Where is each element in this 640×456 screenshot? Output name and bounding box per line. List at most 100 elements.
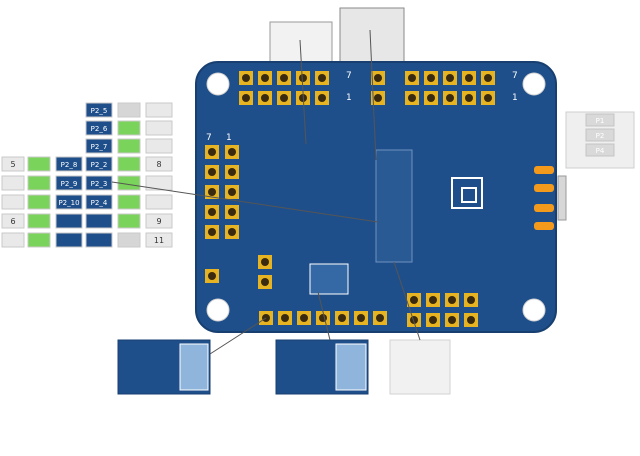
callout-num-cell-right (145, 194, 173, 210)
header-top-mid (371, 71, 385, 105)
callout-num-cell (145, 138, 173, 154)
callout-pad-cell-right (85, 232, 113, 248)
callout-pad-cell-left (55, 156, 83, 172)
header-side-left-label-7: 7 (206, 133, 212, 143)
right-table-label: P1 (596, 117, 605, 125)
header-pad-hole (410, 316, 418, 324)
callout-pad-cell (85, 138, 113, 154)
header-pad-hole (228, 228, 236, 236)
callout-pad-cell-left (55, 213, 83, 229)
header-pad-hole (467, 296, 475, 304)
callout-num-cell-left (1, 156, 25, 172)
header-small-left (205, 269, 219, 283)
header-bottom-right (407, 293, 478, 327)
leader-line-6 (393, 261, 421, 341)
callout-color-cell-right (117, 213, 141, 229)
callout-pad-cell (85, 102, 113, 118)
callout-pad-label-right: P2_4 (91, 199, 108, 207)
header-pad-hole (319, 314, 327, 322)
header-pad-hole (242, 74, 250, 82)
header-pad-hole (318, 94, 326, 102)
callout-num-cell-right (145, 156, 173, 172)
callout-color-cell-right (117, 156, 141, 172)
header-pad-hole (208, 272, 216, 280)
mount-hole-tr (522, 72, 546, 96)
mount-hole-bl (206, 298, 230, 322)
leader-line-4 (209, 317, 267, 355)
header-pad-hole (242, 94, 250, 102)
callout-pad-cell-right (85, 213, 113, 229)
callout-color-cell-left (27, 156, 51, 172)
right-table-cell (585, 113, 615, 127)
mount-hole-br (522, 298, 546, 322)
callout-num-right: 8 (156, 160, 161, 169)
callout-num-cell-right (145, 232, 173, 248)
callout-pad-label-left: P2_8 (61, 161, 78, 169)
header-pad-hole (261, 94, 269, 102)
header-pad-hole (448, 316, 456, 324)
callout-pad-cell-left (55, 232, 83, 248)
orange-pad-2 (534, 184, 554, 192)
header-top-right-label-7: 7 (512, 71, 518, 81)
header-pad-hole (228, 168, 236, 176)
callout-color-cell-left (27, 175, 51, 191)
callout-num-left: 6 (10, 217, 15, 226)
header-pad-hole (374, 94, 382, 102)
callout-num-cell-right (145, 213, 173, 229)
callout-pad-cell (85, 120, 113, 136)
side-connector (557, 175, 567, 221)
callout-num-cell (145, 102, 173, 118)
callout-pad-cell-right (85, 156, 113, 172)
header-pad-hole (357, 314, 365, 322)
callout-num-cell-right (145, 175, 173, 191)
callout-color-cell-left (27, 194, 51, 210)
header-pad-hole (467, 316, 475, 324)
header-pad-hole (208, 208, 216, 216)
callout-num-right: 11 (154, 236, 164, 245)
header-pad-hole (484, 74, 492, 82)
zoom-inset-right-blue-part (335, 343, 367, 391)
header-pad-hole (261, 74, 269, 82)
header-bottom-row (259, 311, 387, 325)
header-pad-hole (427, 74, 435, 82)
header-pad-hole (208, 188, 216, 196)
header-pad-hole (374, 74, 382, 82)
header-pad-hole (228, 148, 236, 156)
callout-pad-cell-left (55, 175, 83, 191)
leader-line-5 (317, 291, 331, 341)
header-top-right (405, 71, 495, 105)
usb-connector-top-right (339, 7, 405, 67)
header-pad-hole (280, 74, 288, 82)
callout-pad-cell-right (85, 175, 113, 191)
callout-pad-label-left: P2_9 (61, 180, 78, 188)
callout-color-cell-right (117, 194, 141, 210)
header-pad-hole (376, 314, 384, 322)
header-pad-hole (208, 168, 216, 176)
callout-color-cell (117, 138, 141, 154)
callout-num-cell-left (1, 232, 25, 248)
callout-pad-label: P2_6 (91, 125, 108, 133)
header-pad-hole (465, 74, 473, 82)
header-pad-hole (281, 314, 289, 322)
header-pad-hole (318, 74, 326, 82)
pin-headers (205, 71, 495, 327)
header-pad-hole (408, 94, 416, 102)
leader-line-3 (369, 29, 377, 161)
callout-num-left: 5 (10, 160, 15, 169)
header-top-left (239, 71, 329, 105)
header-pad-hole (208, 228, 216, 236)
callout-num-cell-left (1, 175, 25, 191)
callout-pad-cell-left (55, 194, 83, 210)
callout-pad-label-right: P2_2 (91, 161, 108, 169)
chip-logo (451, 177, 483, 209)
orange-pad-3 (534, 204, 554, 212)
callout-num-cell-left (1, 194, 25, 210)
header-pad-hole (446, 74, 454, 82)
header-pad-hole (208, 148, 216, 156)
header-top-left-label-1: 1 (346, 93, 352, 103)
header-pad-hole (429, 316, 437, 324)
callout-color-cell-right (117, 232, 141, 248)
